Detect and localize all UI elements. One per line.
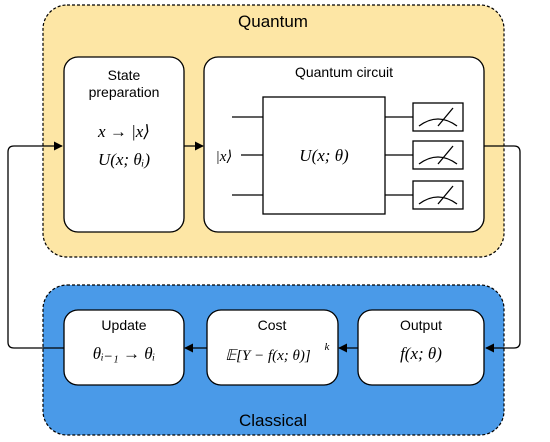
arrow-update-to-state xyxy=(7,141,64,349)
classical-region-title: Classical xyxy=(239,411,307,430)
circuit-input-ket: |x⟩ xyxy=(216,149,233,165)
quantum-circuit-box: Quantum circuit |x⟩ U(x; θ) xyxy=(203,56,485,233)
unitary-gate xyxy=(262,96,386,215)
state-unitary-equation: U(x; θᵢ) xyxy=(98,150,150,169)
update-equation: θᵢ₋₁ → θᵢ xyxy=(93,344,155,363)
output-box: Output f(x; θ) xyxy=(357,309,485,386)
meter-icon xyxy=(412,140,464,170)
output-title: Output xyxy=(400,317,442,333)
cost-equation: 𝔼[Y − f(x; θ)] xyxy=(225,348,311,364)
cost-box: Cost 𝔼[Y − f(x; θ)] k xyxy=(206,309,339,386)
quantum-region-title: Quantum xyxy=(238,12,308,31)
meter-icon xyxy=(412,180,464,210)
update-title: Update xyxy=(101,317,146,333)
state-preparation-box: State preparation x → |x⟩ U(x; θᵢ) xyxy=(63,56,185,233)
state-encoding-equation: x → |x⟩ xyxy=(97,122,150,141)
unitary-gate-label: U(x; θ) xyxy=(299,146,349,165)
meter-icon xyxy=(412,102,464,132)
cost-exponent: k xyxy=(325,341,331,353)
cost-title: Cost xyxy=(258,317,287,333)
state-preparation-title-line1: State xyxy=(108,67,141,83)
output-equation: f(x; θ) xyxy=(400,344,442,363)
quantum-circuit-title: Quantum circuit xyxy=(295,64,393,80)
state-preparation-title-line2: preparation xyxy=(89,84,160,100)
state-preparation-frame xyxy=(63,56,185,233)
arrow-circuit-to-output xyxy=(484,145,521,353)
update-box: Update θᵢ₋₁ → θᵢ xyxy=(63,309,185,386)
